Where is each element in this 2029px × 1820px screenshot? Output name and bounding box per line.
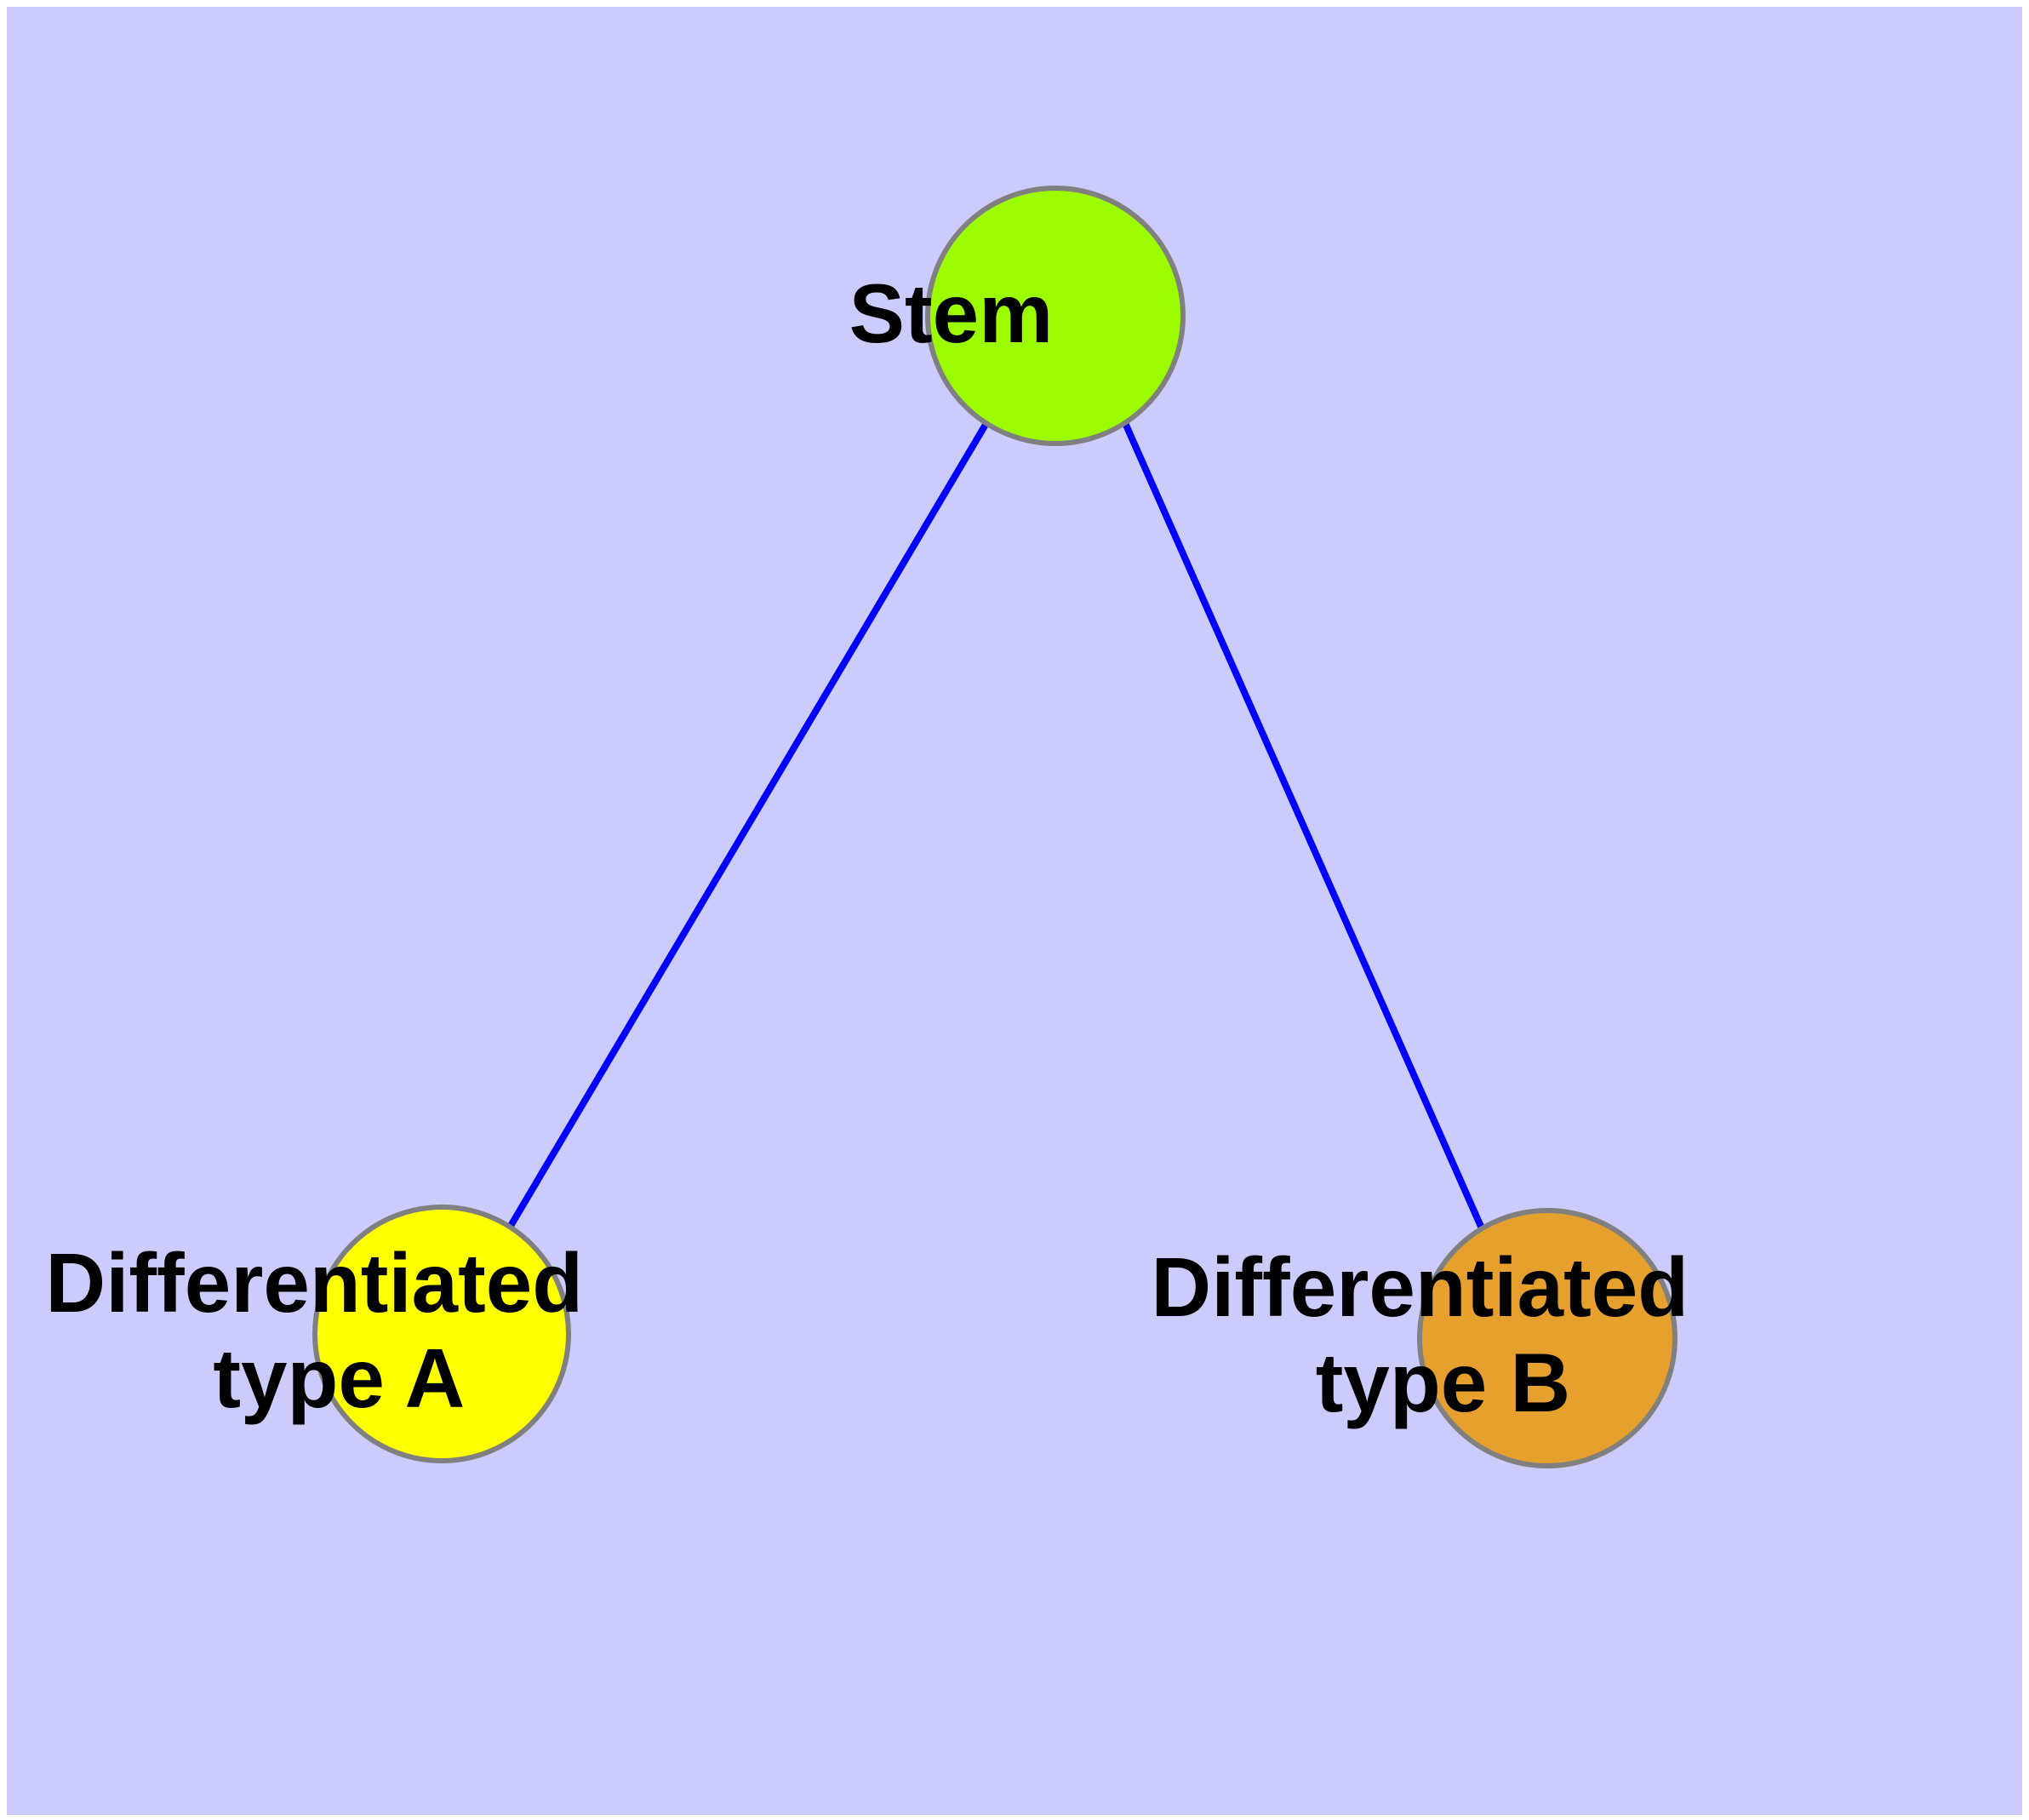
node-differentiated-type-a-label: Differentiated type A — [45, 1236, 837, 1425]
edge-stem-to-differentiated-type-b[interactable] — [1122, 421, 1485, 1230]
edge-layer — [507, 421, 1485, 1230]
node-differentiated-type-a-label-line2: type A — [213, 1331, 463, 1425]
edge-stem-to-differentiated-type-a[interactable] — [507, 421, 990, 1228]
node-stem-circle[interactable] — [925, 186, 1186, 446]
node-stem-label-line1: Stem — [849, 266, 1054, 360]
node-differentiated-type-a[interactable]: Differentiated type A — [45, 1205, 837, 1463]
node-layer: Stem Differentiated type A Differentiate… — [45, 186, 1943, 1468]
node-differentiated-type-b[interactable]: Differentiated type B — [1151, 1208, 1943, 1468]
node-differentiated-type-b-circle[interactable] — [1417, 1208, 1677, 1468]
node-differentiated-type-a-label-line1: Differentiated — [45, 1236, 583, 1330]
node-stem[interactable]: Stem — [849, 186, 1262, 446]
node-differentiated-type-b-label-line1: Differentiated — [1151, 1240, 1689, 1334]
node-differentiated-type-b-label: Differentiated type B — [1151, 1240, 1943, 1429]
node-stem-label: Stem — [849, 266, 1262, 360]
node-differentiated-type-a-circle[interactable] — [312, 1205, 571, 1463]
node-differentiated-type-b-label-line2: type B — [1316, 1336, 1571, 1429]
